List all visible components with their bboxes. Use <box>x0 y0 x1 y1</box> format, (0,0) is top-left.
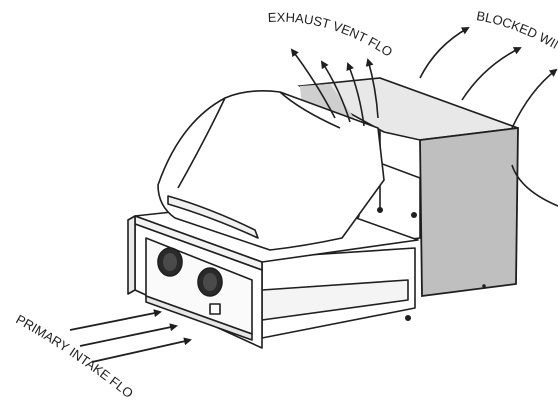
label-exhaust-vent-flow: EXHAUST VENT FLOW <box>0 0 395 60</box>
tray-knob <box>405 315 411 321</box>
rear-bolt <box>411 212 417 218</box>
exhaust-arrow-4 <box>365 58 379 119</box>
ignition-badge <box>209 303 221 315</box>
exhaust-arrow-2 <box>320 60 351 123</box>
lid-handle <box>167 195 259 239</box>
grill-base-trim <box>145 295 253 341</box>
blocked-wind-arrows <box>419 27 558 207</box>
grill <box>127 90 421 349</box>
side-panel-screw <box>482 284 486 288</box>
blocked-arrow-1 <box>419 27 470 79</box>
lid-top-edge <box>279 91 341 129</box>
grill-left-face <box>127 215 136 295</box>
intake-arrow-3 <box>91 337 192 363</box>
wind-screen <box>297 77 519 298</box>
blocked-arrow-2 <box>461 47 522 101</box>
exhaust-arrow-3 <box>346 62 365 127</box>
lid-crease <box>177 97 226 189</box>
intake-arrow-1 <box>69 309 162 331</box>
label-blocked-wind: BLOCKED WIND <box>0 0 558 55</box>
control-knob-left <box>157 247 183 277</box>
intake-flow-arrows <box>69 309 192 363</box>
exhaust-arrow-1 <box>290 48 336 119</box>
exhaust-flow-arrows <box>290 48 379 127</box>
blocked-arrow-4 <box>511 164 558 207</box>
blocked-arrow-3 <box>511 68 558 129</box>
label-primary-intake-flow: PRIMARY INTAKE FLOW <box>0 0 136 401</box>
wind-screen-side-panel <box>419 126 519 298</box>
intake-arrow-2 <box>79 323 178 347</box>
grill-lid <box>157 90 385 251</box>
control-knob-right <box>197 267 223 297</box>
